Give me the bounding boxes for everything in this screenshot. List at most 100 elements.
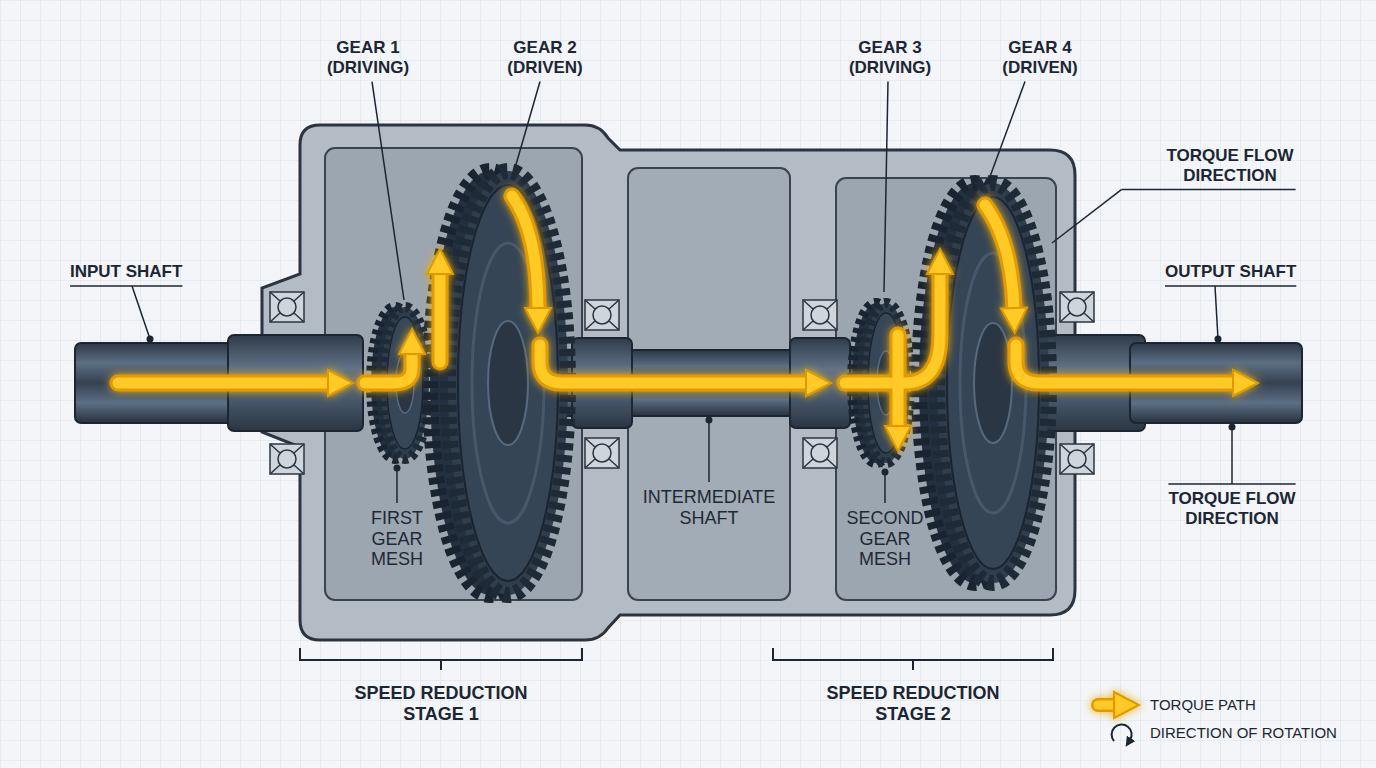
bearing-symbol xyxy=(593,444,611,462)
bearing-symbol xyxy=(270,444,304,474)
shaft-label: INPUT SHAFT xyxy=(70,262,240,282)
housing-outline xyxy=(262,125,1075,640)
leader-line xyxy=(884,472,886,503)
leader-line xyxy=(372,82,404,300)
leader-line xyxy=(988,82,1025,182)
leader-dot xyxy=(393,465,400,472)
leader-line xyxy=(1052,190,1121,243)
bearing-symbol xyxy=(270,292,304,322)
torque-path-arrow xyxy=(985,205,1014,310)
shaft-label: INTERMEDIATE SHAFT xyxy=(634,487,784,528)
bearing-symbol xyxy=(270,444,304,474)
bearing-symbol xyxy=(270,292,304,322)
stage-label: SPEED REDUCTION STAGE 2 xyxy=(806,683,1021,724)
torque-path-outline xyxy=(118,375,330,392)
bearing-symbol xyxy=(1060,292,1094,322)
leader-line xyxy=(70,285,182,287)
torque-path-outline xyxy=(512,196,538,310)
bearing-symbol xyxy=(803,438,837,468)
torque-path-arrow xyxy=(540,345,808,383)
torque-path-arrow xyxy=(512,196,538,310)
leader-dot xyxy=(1229,424,1236,431)
rotation-symbol xyxy=(1112,725,1132,741)
legend-label: DIRECTION OF ROTATION xyxy=(1150,724,1337,742)
legend-label: TORQUE PATH xyxy=(1150,696,1256,714)
leader-dot xyxy=(1215,336,1222,343)
gear-4 xyxy=(974,323,1012,443)
bearing-symbol xyxy=(811,444,829,462)
torque-path-outline xyxy=(985,205,1014,310)
gear-2 xyxy=(488,321,528,445)
bearing-symbol xyxy=(585,300,619,330)
leader-lines xyxy=(70,82,1296,503)
leader-line xyxy=(708,420,710,482)
torque-path-outline xyxy=(540,345,808,383)
bearing-symbol xyxy=(585,300,619,330)
shafts xyxy=(75,335,1302,431)
flow-label: TORQUE FLOW DIRECTION xyxy=(1162,489,1302,528)
leader-line xyxy=(1215,286,1218,339)
leader-line xyxy=(515,82,540,168)
leader-line xyxy=(1231,427,1233,484)
stage-panel xyxy=(836,178,1056,600)
stage-label: SPEED REDUCTION STAGE 1 xyxy=(334,683,549,724)
leader-line xyxy=(396,468,398,503)
bearing-symbol xyxy=(803,438,837,468)
bearing-symbol xyxy=(585,438,619,468)
flow-label: TORQUE FLOW DIRECTION xyxy=(1160,146,1300,185)
torque-path-outline xyxy=(1016,345,1235,383)
bearing-symbol xyxy=(270,292,304,322)
leader-dot xyxy=(147,336,154,343)
shaft-label: OUTPUT SHAFT xyxy=(1165,262,1345,282)
torque-path-arrow xyxy=(893,335,904,428)
gear-label: GEAR 4 (DRIVEN) xyxy=(978,38,1103,77)
bearing-symbol xyxy=(585,300,619,330)
bearing-symbol xyxy=(585,438,619,468)
bearing-symbol xyxy=(803,300,837,330)
gear-label: GEAR 1 (DRIVING) xyxy=(306,38,431,77)
gears xyxy=(371,171,1049,595)
leader-line xyxy=(1165,285,1296,287)
legend-arrow-sample xyxy=(1098,701,1116,710)
bearing-symbol xyxy=(811,306,829,324)
gear-label: GEAR 3 (DRIVING) xyxy=(828,38,953,77)
bearing-symbol xyxy=(803,300,837,330)
bearing-symbol xyxy=(593,306,611,324)
bearing-symbol xyxy=(270,444,304,474)
leader-line xyxy=(884,82,888,292)
stage-bracket xyxy=(300,648,582,670)
bearing-symbol xyxy=(1060,444,1094,474)
torque-path-outline xyxy=(432,272,449,362)
bearing-symbol xyxy=(803,438,837,468)
leader-line xyxy=(132,286,150,339)
bearing-symbol xyxy=(1068,450,1086,468)
bearing-symbol xyxy=(278,298,296,316)
torque-path-arrow xyxy=(1016,345,1235,383)
torque-path-outline xyxy=(365,352,412,383)
leader-dot xyxy=(705,417,712,424)
leader-line xyxy=(1121,189,1295,191)
housing xyxy=(262,125,1075,640)
mesh-label: FIRST GEAR MESH xyxy=(355,508,440,570)
torque-path-arrow xyxy=(365,352,412,383)
bearing-symbol xyxy=(1068,298,1086,316)
stage-brackets xyxy=(300,648,1053,670)
leader-dot xyxy=(881,469,888,476)
bearing-symbol xyxy=(1060,444,1094,474)
stage-bracket xyxy=(773,648,1053,670)
legend-arrow-sample xyxy=(1098,698,1116,712)
bearing-symbol xyxy=(1060,292,1094,322)
bearing-symbol xyxy=(278,450,296,468)
torque-path-arrow xyxy=(435,272,446,362)
bearing-symbol xyxy=(1060,444,1094,474)
torque-path-arrow xyxy=(118,378,330,389)
legend-symbols xyxy=(1098,705,1132,741)
bearing-symbol xyxy=(585,438,619,468)
legend-arrow-sample xyxy=(1098,705,1116,706)
mesh-label: SECOND GEAR MESH xyxy=(843,508,928,570)
bearing-symbol xyxy=(803,300,837,330)
